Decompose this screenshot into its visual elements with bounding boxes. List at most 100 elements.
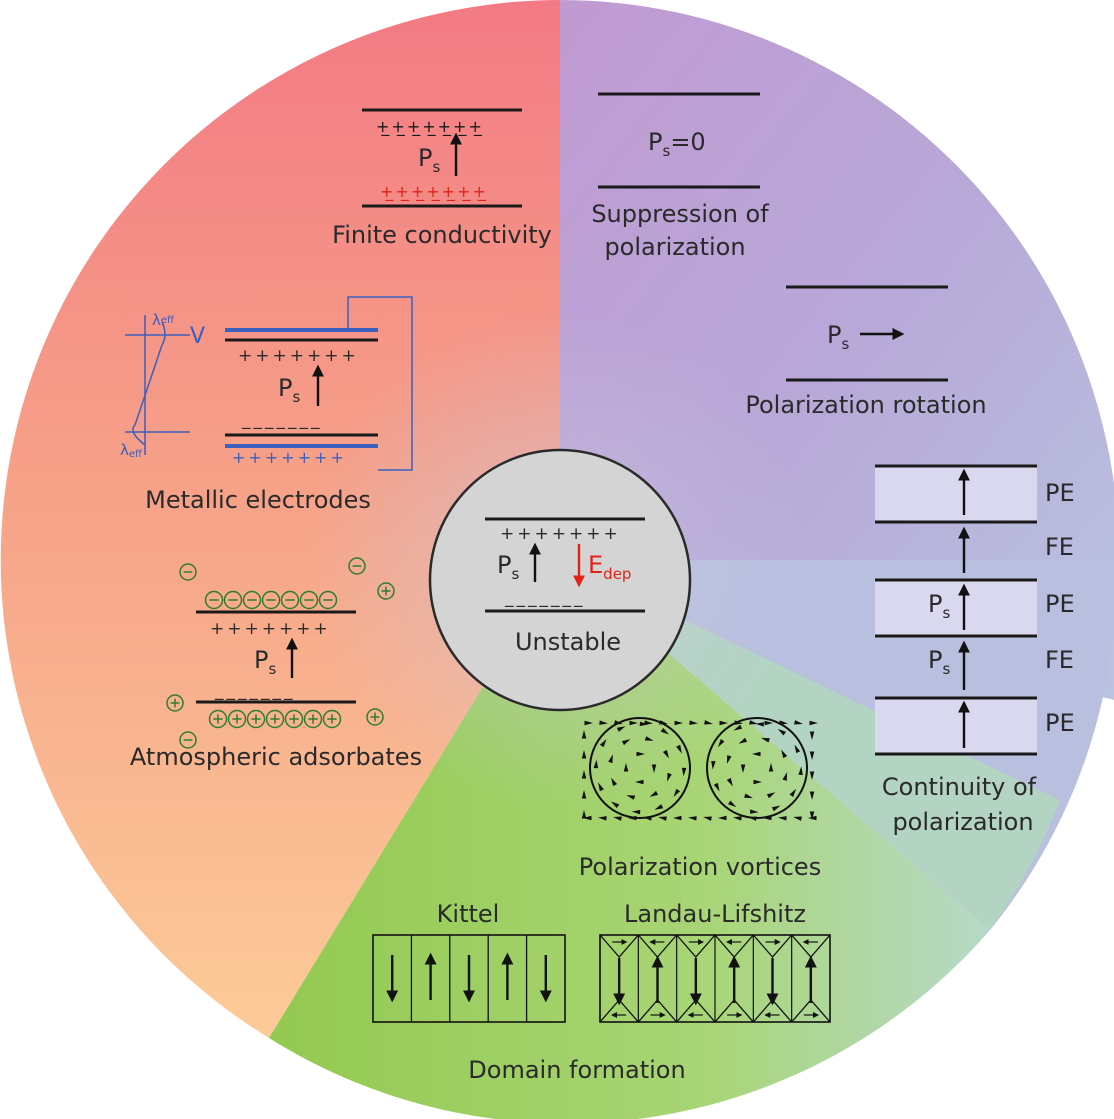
dipole-arrow	[649, 790, 659, 797]
negative-ion-icon	[261, 590, 281, 610]
dipole-arrow	[749, 720, 758, 725]
rotation-ps-label: Ps	[827, 321, 849, 353]
dipole-arrow	[688, 816, 697, 821]
finite-bottom-charges: +̲+̲+̲+̲+̲+̲+̲	[380, 182, 488, 202]
dipole-arrow	[733, 816, 742, 821]
metallic-label: Metallic electrodes	[145, 486, 371, 514]
dipole-arrow	[581, 790, 587, 799]
suppression-ps-label: Ps=0	[648, 128, 706, 160]
dipole-arrow	[798, 766, 803, 775]
dipole-arrow	[639, 721, 649, 727]
dipole-arrow	[778, 816, 787, 821]
dipole-arrow	[809, 771, 815, 780]
dipole-arrow	[581, 750, 587, 759]
positive-ion-icon	[265, 709, 285, 729]
positive-ion-icon	[322, 709, 342, 729]
metallic-ps-label: Ps	[278, 374, 300, 406]
positive-ion-icon	[166, 694, 184, 712]
dipole-arrow	[733, 724, 743, 731]
lambda-bottom: λeff	[120, 441, 143, 460]
negative-ion-icon	[242, 590, 262, 610]
center-unstable: +++++++ _______ Ps Edep Unstable	[428, 448, 692, 712]
dipole-arrow	[717, 739, 725, 748]
dipole-arrow	[809, 731, 815, 740]
dipole-arrow	[644, 736, 654, 741]
dipole-arrow	[809, 791, 815, 800]
dipole-arrow	[782, 772, 788, 781]
dipole-arrow	[809, 811, 815, 820]
dipole-arrow	[755, 722, 764, 727]
kittel-label: Kittel	[437, 900, 500, 928]
dipole-arrow	[744, 793, 753, 799]
dipole-arrow	[599, 720, 608, 725]
landau-lifshitz-domains	[599, 934, 831, 1023]
dipole-arrow	[644, 720, 653, 725]
finite-ps-label: Ps	[418, 144, 440, 176]
center-label: Unstable	[515, 628, 621, 656]
atmo-ps-label: Ps	[254, 646, 276, 678]
dipole-arrow	[581, 730, 587, 739]
dipole-arrow	[611, 801, 620, 809]
dipole-arrow	[704, 720, 713, 725]
dipole-arrow	[761, 737, 770, 743]
dipole-arrow	[750, 809, 759, 814]
continuity-ps-1: Ps	[928, 590, 950, 622]
continuity-label-1: Continuity of	[882, 773, 1037, 801]
dipole-arrow	[581, 810, 587, 819]
vortices-label: Polarization vortices	[579, 853, 821, 881]
dipole-arrow	[794, 744, 801, 754]
finite-label: Finite conductivity	[332, 221, 552, 249]
dipole-arrow	[654, 804, 664, 810]
dipole-arrow	[662, 749, 669, 759]
negative-ion-icon	[204, 590, 224, 610]
dipole-arrow	[764, 720, 773, 726]
rotation: Ps Polarization rotation	[745, 285, 987, 419]
center-circle	[428, 448, 692, 712]
domain-label: Domain formation	[468, 1056, 685, 1084]
continuity-ps-2: Ps	[928, 646, 950, 678]
dipole-arrow	[689, 720, 698, 725]
dipole-arrow	[748, 816, 757, 821]
positive-ion-icon	[246, 709, 266, 729]
negative-ion-icon	[299, 590, 319, 610]
dipole-arrow	[771, 805, 781, 812]
dipole-arrow	[608, 754, 613, 764]
negative-ion-icon	[179, 731, 197, 749]
dipole-arrow	[763, 815, 772, 821]
landau-label: Landau-Lifshitz	[624, 900, 806, 928]
dipole-arrow	[676, 744, 682, 754]
dipole-arrow	[611, 777, 618, 787]
dipole-arrow	[616, 726, 626, 732]
svg-text:_______: _______	[231, 312, 309, 332]
dipole-arrow	[583, 815, 592, 821]
dipole-arrow	[703, 816, 712, 821]
center-minus: _______	[504, 588, 586, 608]
suppression-label-1: Suppression of	[591, 200, 769, 228]
dipole-arrow	[753, 779, 762, 785]
dipole-arrow	[718, 815, 727, 821]
lambda-top: λeff	[152, 311, 175, 329]
atmospheric-adsorbates: +++++++ _______ Ps Atmospheric adsorbate…	[130, 557, 422, 771]
center-plus: +++++++	[500, 524, 621, 544]
voltage-label: V	[190, 324, 205, 349]
finite-top-charges: +̲+̲+̲+̲+̲+̲+̲	[376, 117, 484, 137]
suppression: Ps=0 Suppression of polarization	[591, 92, 769, 261]
dipole-arrow	[667, 772, 672, 782]
dipole-arrow	[581, 770, 587, 779]
dipole-arrow	[635, 779, 644, 785]
dipole-arrow	[658, 816, 667, 821]
continuity-label-2: polarization	[892, 808, 1033, 836]
dipole-arrow	[740, 764, 746, 773]
finite-conductivity: +̲+̲+̲+̲+̲+̲+̲ +̲+̲+̲+̲+̲+̲+̲ Ps Finite …	[332, 108, 552, 249]
rotation-label: Polarization rotation	[745, 391, 986, 419]
negative-ion-icon	[223, 590, 243, 610]
layer-label-4: FE	[1045, 646, 1074, 674]
atmo-minus: _______	[214, 681, 296, 701]
svg-text:+++++++: +++++++	[232, 448, 347, 467]
dipole-arrow	[626, 795, 636, 800]
polarization-vortices: Polarization vortices	[579, 717, 821, 881]
dipole-arrow	[660, 727, 669, 735]
dipole-arrow	[766, 792, 776, 799]
layer-label-2: FE	[1045, 533, 1074, 561]
